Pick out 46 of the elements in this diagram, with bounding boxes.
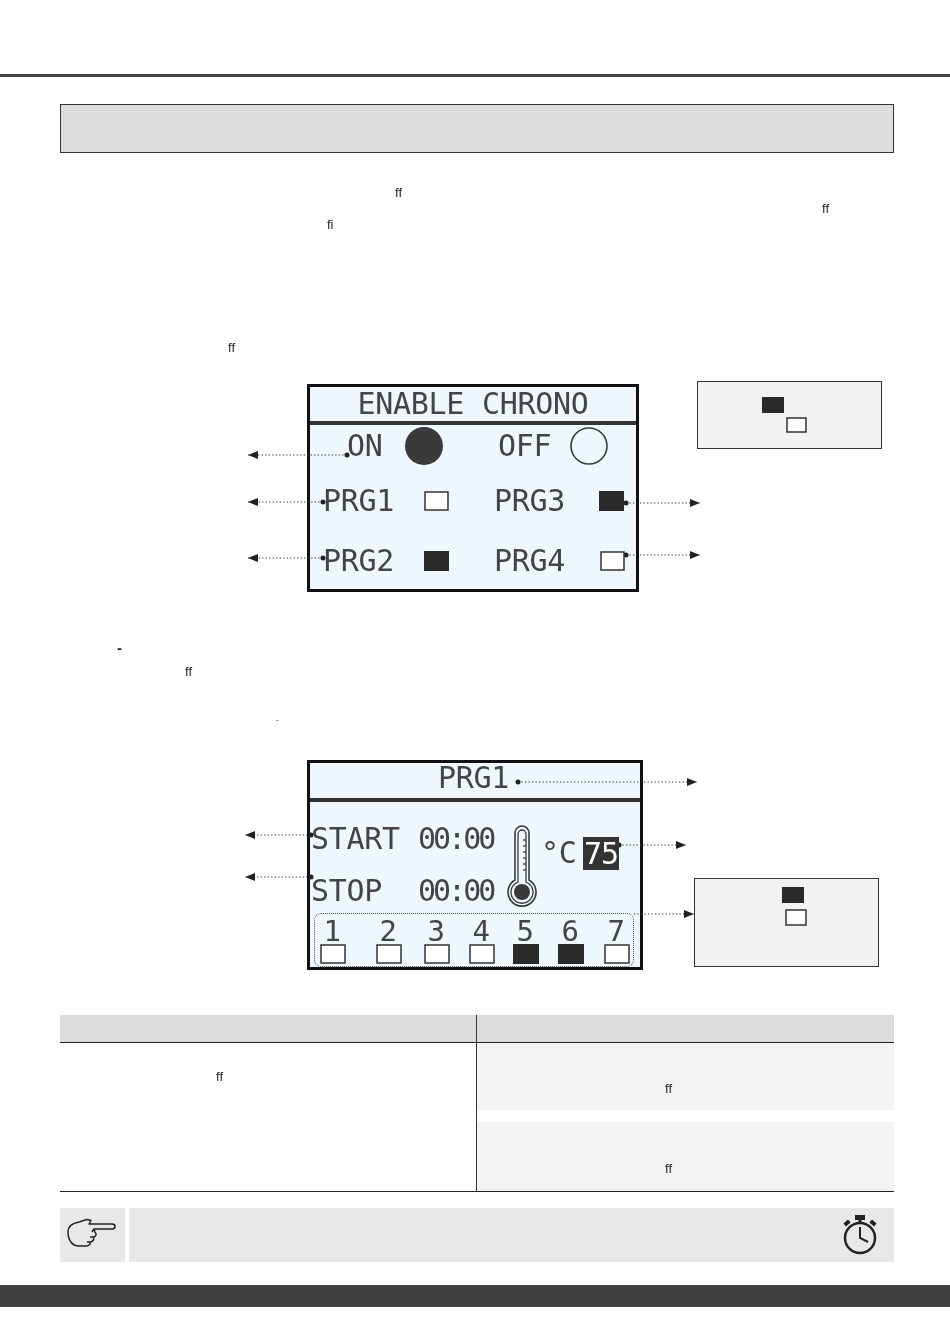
lcd-label: 00:00: [418, 874, 494, 908]
leader-line: [247, 451, 350, 459]
text-fragment: ff: [665, 1082, 672, 1096]
lcd-label: PRG3: [494, 484, 566, 518]
day-number: 5: [516, 916, 534, 946]
text-fragment: ff: [822, 202, 829, 216]
leader-line: [247, 554, 326, 562]
lcd-label: PRG1: [323, 484, 395, 518]
lcd-screen: [307, 384, 639, 592]
lcd-value: 75: [583, 837, 619, 870]
unit-label: °C: [541, 836, 577, 870]
lcd-label: START: [311, 822, 400, 856]
text-fragment: ff: [228, 341, 235, 355]
text-fragment: ff: [395, 186, 402, 200]
lcd-label: ON: [347, 427, 383, 465]
day-number: 7: [607, 916, 625, 946]
day-number: 2: [379, 916, 397, 946]
lcd-heading: ENABLE CHRONO: [357, 387, 589, 421]
text-fragment: -: [276, 714, 279, 726]
info-panel: [697, 381, 882, 449]
lcd-label: 00:00: [418, 822, 494, 856]
title-bar: [60, 104, 894, 153]
leader-line: [616, 841, 687, 849]
text-fragment: ff: [185, 665, 192, 679]
lcd-label: OFF: [498, 428, 552, 464]
lcd-label: PRG1: [438, 763, 510, 793]
lcd-label: STOP: [311, 874, 383, 908]
leader-line: [623, 499, 701, 507]
leader-line: [623, 551, 701, 559]
leader-line: [244, 873, 314, 881]
text-fragment: ff: [216, 1070, 223, 1084]
day-number: 4: [472, 916, 490, 946]
info-panel: [694, 878, 879, 967]
leader-line: [244, 831, 314, 839]
text-fragment: fi: [327, 218, 334, 232]
lcd-label: PRG2: [323, 544, 395, 578]
leader-line: [515, 778, 698, 786]
lcd-screen: [307, 760, 643, 970]
day-number: 6: [561, 916, 579, 946]
day-number: 1: [323, 916, 341, 946]
leader-line: [633, 910, 695, 918]
lcd-label: PRG4: [494, 544, 566, 578]
leader-line: [247, 498, 326, 506]
text-fragment: ff: [665, 1162, 672, 1176]
day-number: 3: [427, 916, 445, 946]
text-fragment: -: [117, 641, 122, 655]
